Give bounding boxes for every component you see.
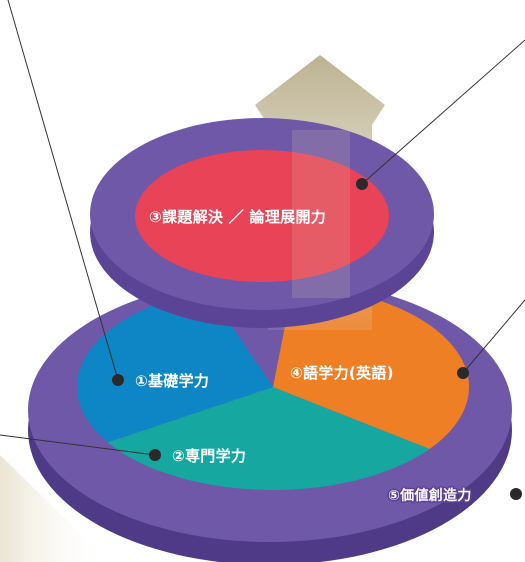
marker-dot-problem-solving — [356, 178, 368, 190]
top-disc — [90, 118, 434, 328]
leader-line-problem-solving — [361, 39, 525, 185]
label-specialized: ②専門学力 — [172, 447, 246, 465]
marker-dot-specialized — [149, 449, 161, 461]
marker-dot-language — [457, 367, 469, 379]
leader-line-basic — [7, 0, 119, 381]
light-glow — [0, 455, 110, 562]
leader-line-language — [462, 299, 525, 374]
label-value-creation: ⑤価値創造力 — [388, 487, 472, 504]
arrow-overlay — [292, 130, 350, 298]
label-language: ④語学力(英語) — [290, 364, 394, 382]
marker-dot-value-creation — [510, 488, 522, 500]
label-problem-solving: ③課題解決 ／ 論理展開力 — [149, 208, 326, 226]
marker-dot-basic — [112, 374, 124, 386]
label-basic: ①基礎学力 — [135, 372, 209, 390]
leader-line-specialized — [0, 434, 156, 456]
specialized-sector — [77, 387, 469, 490]
problem-solving-area — [135, 150, 389, 282]
leader-lines — [0, 0, 525, 456]
